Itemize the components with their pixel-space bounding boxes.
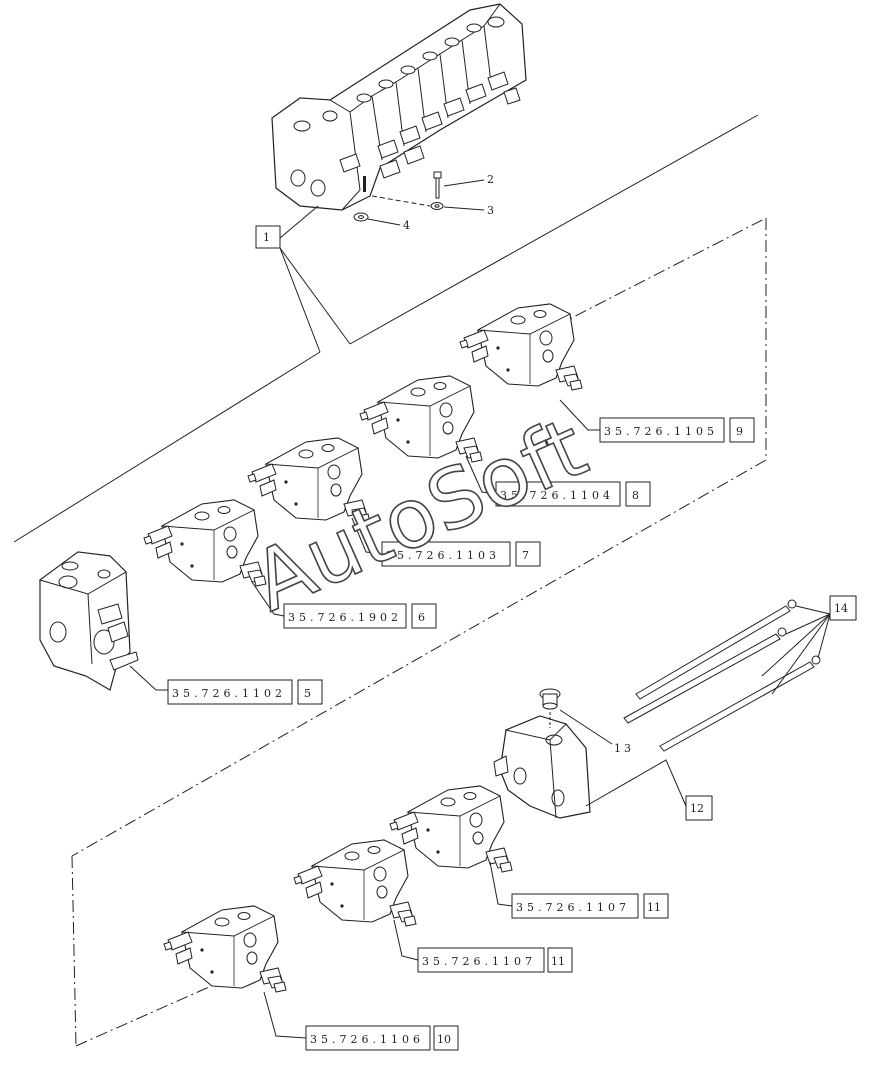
svg-text:10: 10: [437, 1033, 451, 1046]
callout-12: 12: [585, 759, 713, 821]
valve-section-9: [459, 303, 583, 391]
end-cover-12: [493, 688, 591, 819]
svg-text:1: 1: [263, 231, 270, 244]
callout-2: 2: [443, 173, 494, 187]
valve-section-11b: [389, 785, 513, 873]
valve-inlet-section-5: [38, 551, 139, 691]
group-boundary-solid: [13, 114, 759, 543]
svg-text:35.726.1103: 35.726.1103: [386, 549, 500, 562]
svg-text:8: 8: [632, 489, 639, 502]
reference-label-35-726-1902: 35.726.1902 6: [283, 603, 437, 629]
svg-text:9: 9: [736, 425, 743, 438]
svg-text:4: 4: [403, 219, 410, 232]
callout-4: 4: [367, 218, 410, 232]
valve-section-11a: [293, 839, 417, 927]
svg-text:35.726.1107: 35.726.1107: [422, 955, 536, 968]
group-boundary-dashed: [71, 217, 767, 1047]
reference-label-35-726-1107-b: 35.726.1107 11: [417, 947, 573, 973]
svg-text:35.726.1107: 35.726.1107: [516, 901, 630, 914]
callout-1: 1: [255, 205, 351, 353]
svg-text:35.726.1902: 35.726.1902: [288, 611, 402, 624]
svg-text:35.726.1106: 35.726.1106: [310, 1033, 424, 1046]
svg-text:2: 2: [487, 173, 494, 186]
svg-text:3: 3: [487, 204, 494, 217]
svg-text:11: 11: [647, 901, 661, 914]
svg-text:11: 11: [551, 955, 565, 968]
svg-text:35.726.1104: 35.726.1104: [500, 489, 614, 502]
svg-text:13: 13: [614, 742, 634, 755]
callout-13: 13: [559, 709, 634, 755]
svg-text:14: 14: [834, 602, 848, 615]
tie-rods-14: [623, 599, 821, 752]
svg-text:5: 5: [304, 687, 311, 700]
reference-label-35-726-1105: 35.726.1105 9: [599, 417, 755, 443]
callout-14: 14: [761, 595, 857, 695]
reference-label-35-726-1103: 35.726.1103 7: [381, 541, 541, 567]
reference-label-35-726-1104: 35.726.1104 8: [495, 481, 651, 507]
reference-leaders: [129, 399, 600, 1039]
reference-label-35-726-1102: 35.726.1102 5: [167, 679, 323, 705]
svg-text:35.726.1105: 35.726.1105: [604, 425, 718, 438]
valve-section-10: [163, 905, 287, 993]
svg-text:12: 12: [690, 802, 704, 815]
callout-3: 3: [443, 204, 494, 217]
reference-label-35-726-1107-a: 35.726.1107 11: [511, 893, 669, 919]
svg-text:7: 7: [522, 549, 529, 562]
svg-text:6: 6: [418, 611, 425, 624]
svg-text:35.726.1102: 35.726.1102: [172, 687, 286, 700]
assembled-valve-stack: [271, 3, 527, 222]
reference-label-35-726-1106: 35.726.1106 10: [305, 1025, 459, 1051]
